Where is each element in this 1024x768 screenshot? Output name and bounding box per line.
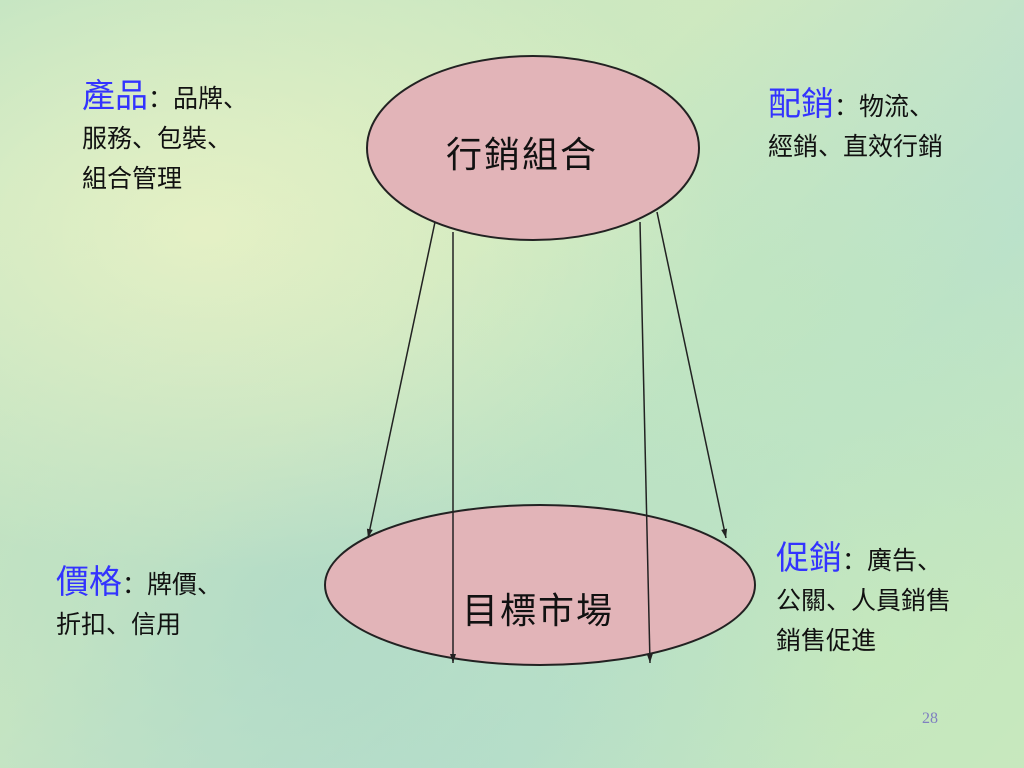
product-title: 產品: [82, 76, 148, 115]
place-title: 配銷: [768, 84, 834, 123]
arrow-to-bottom-center-right: [639, 221, 653, 664]
place-line1: 物流、: [859, 92, 935, 121]
place-block: 配銷：物流、 經銷、直效行銷: [768, 84, 943, 167]
promotion-colon: ：: [842, 546, 868, 575]
promotion-line1: 廣告、: [867, 546, 943, 575]
price-block: 價格：牌價、 折扣、信用: [56, 562, 222, 645]
top-node-label: 行銷組合: [446, 135, 599, 176]
top-node-ellipse: [366, 55, 700, 241]
promotion-line2: 公關、人員銷售: [776, 586, 952, 615]
promotion-title: 促銷: [776, 538, 842, 577]
product-line2: 服務、包裝、: [82, 124, 233, 153]
price-title: 價格: [56, 562, 122, 601]
price-line2: 折扣、信用: [56, 610, 182, 639]
arrow-to-bottom-left: [366, 221, 436, 539]
product-line1: 品牌、: [173, 84, 249, 113]
place-colon: ：: [834, 92, 860, 121]
product-block: 產品：品牌、 服務、包裝、 組合管理: [82, 76, 248, 199]
promotion-block: 促銷：廣告、 公關、人員銷售 銷售促進: [776, 538, 951, 661]
page-number: 28: [922, 710, 938, 727]
product-colon: ：: [148, 84, 174, 113]
promotion-line3: 銷售促進: [776, 626, 877, 655]
place-line2: 經銷、直效行銷: [768, 132, 944, 161]
price-line1: 牌價、: [147, 570, 223, 599]
bottom-node-label: 目標市場: [462, 591, 615, 632]
price-colon: ：: [122, 570, 148, 599]
arrow-to-bottom-right: [656, 211, 728, 539]
product-line3: 組合管理: [82, 164, 183, 193]
